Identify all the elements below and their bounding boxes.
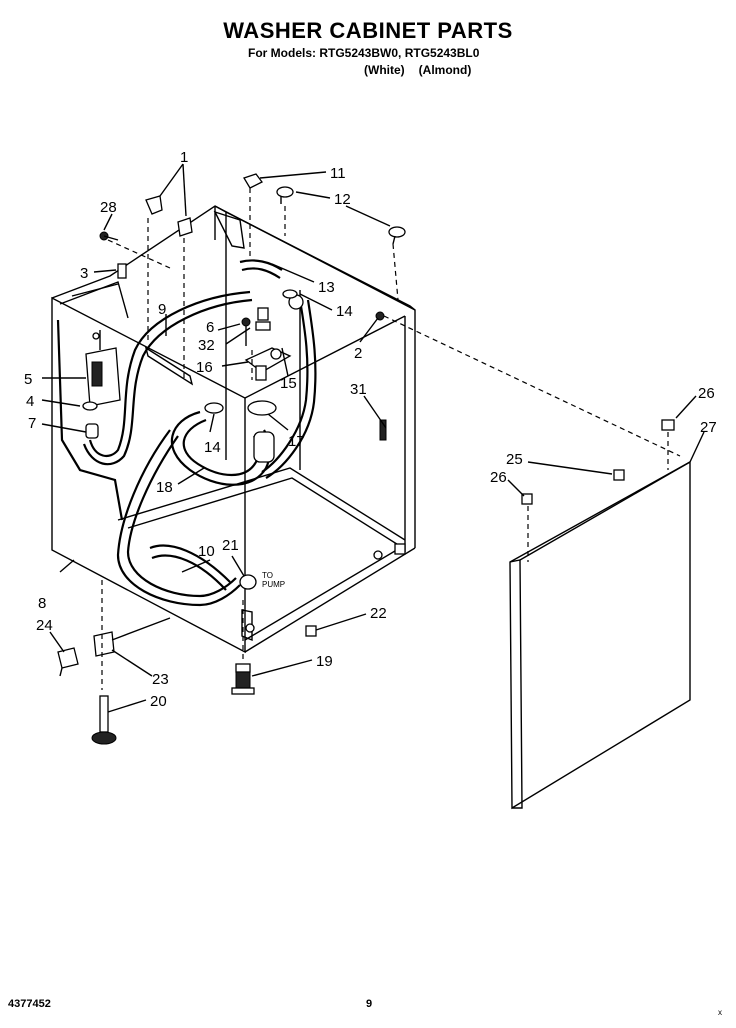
part-6-32-screws <box>241 307 271 346</box>
callout-1: 1 <box>180 149 188 166</box>
callout-26-left: 26 <box>490 469 507 486</box>
part-28-screw <box>99 231 119 241</box>
part-4-washer <box>82 401 98 411</box>
callout-7: 7 <box>28 415 36 432</box>
callout-22: 22 <box>370 605 387 622</box>
cabinet-body <box>51 205 416 654</box>
callout-14-upper: 14 <box>336 303 353 320</box>
model-numbers: For Models: RTG5243BW0, RTG5243BL0 <box>248 46 480 60</box>
part-16-mount <box>244 347 292 381</box>
callout-32: 32 <box>198 337 215 354</box>
front-panel-27 <box>509 419 691 810</box>
corner-mark: x <box>718 1008 722 1017</box>
part-5-valve-bracket <box>85 330 121 407</box>
color-variants: (White) (Almond) <box>364 63 485 77</box>
to-pump-label-line2: PUMP <box>262 580 285 589</box>
assembly-lines <box>101 188 681 690</box>
callout-11: 11 <box>330 165 346 182</box>
part-19-foot <box>231 663 255 695</box>
callout-15: 15 <box>280 375 297 392</box>
callout-3: 3 <box>80 265 88 282</box>
color-almond: (Almond) <box>418 63 472 77</box>
callout-14-lower: 14 <box>204 439 221 456</box>
callout-27: 27 <box>700 419 717 436</box>
callout-18: 18 <box>156 479 173 496</box>
callout-12: 12 <box>334 191 351 208</box>
leader-lines <box>41 163 705 713</box>
callout-numbers: 1 28 3 5 4 7 8 9 11 12 13 14 6 32 16 2 1… <box>24 149 717 710</box>
drain-hose-10 <box>116 429 241 607</box>
hose-13 <box>239 259 317 479</box>
callout-28: 28 <box>100 199 117 216</box>
to-pump-label-line1: TO <box>262 571 273 580</box>
callout-8: 8 <box>38 595 46 612</box>
callout-25: 25 <box>506 451 523 468</box>
part-7-hose-end <box>85 423 99 439</box>
callout-16: 16 <box>196 359 213 376</box>
page-title: WASHER CABINET PARTS <box>223 18 513 43</box>
part-22-clip <box>305 625 317 637</box>
hose-18 <box>170 410 275 486</box>
part-3-clip <box>117 263 127 279</box>
part-1-clips <box>145 195 193 237</box>
part-14-clamps <box>204 289 298 414</box>
callout-9: 9 <box>158 301 166 318</box>
document-number: 4377452 <box>8 998 51 1010</box>
part-23-24-leveler <box>57 617 171 677</box>
callout-13: 13 <box>318 279 335 296</box>
callout-21: 21 <box>222 537 239 554</box>
callout-23: 23 <box>152 671 169 688</box>
callout-31: 31 <box>350 381 367 398</box>
callout-2: 2 <box>354 345 362 362</box>
part-11-12-caps <box>243 173 406 245</box>
callout-10: 10 <box>198 543 215 560</box>
callout-5: 5 <box>24 371 32 388</box>
callout-19: 19 <box>316 653 333 670</box>
color-white: (White) <box>364 63 405 77</box>
part-20-leg <box>91 695 117 745</box>
callout-24: 24 <box>36 617 53 634</box>
callout-26-right: 26 <box>698 385 715 402</box>
callout-4: 4 <box>26 393 34 410</box>
page-number: 9 <box>366 998 373 1010</box>
part-17-ring <box>247 400 277 416</box>
callout-20: 20 <box>150 693 167 710</box>
inlet-hose-9 <box>82 290 253 466</box>
callout-6: 6 <box>206 319 214 336</box>
part-21-clamp: TO PUMP <box>239 571 285 590</box>
callout-17: 17 <box>288 433 305 450</box>
